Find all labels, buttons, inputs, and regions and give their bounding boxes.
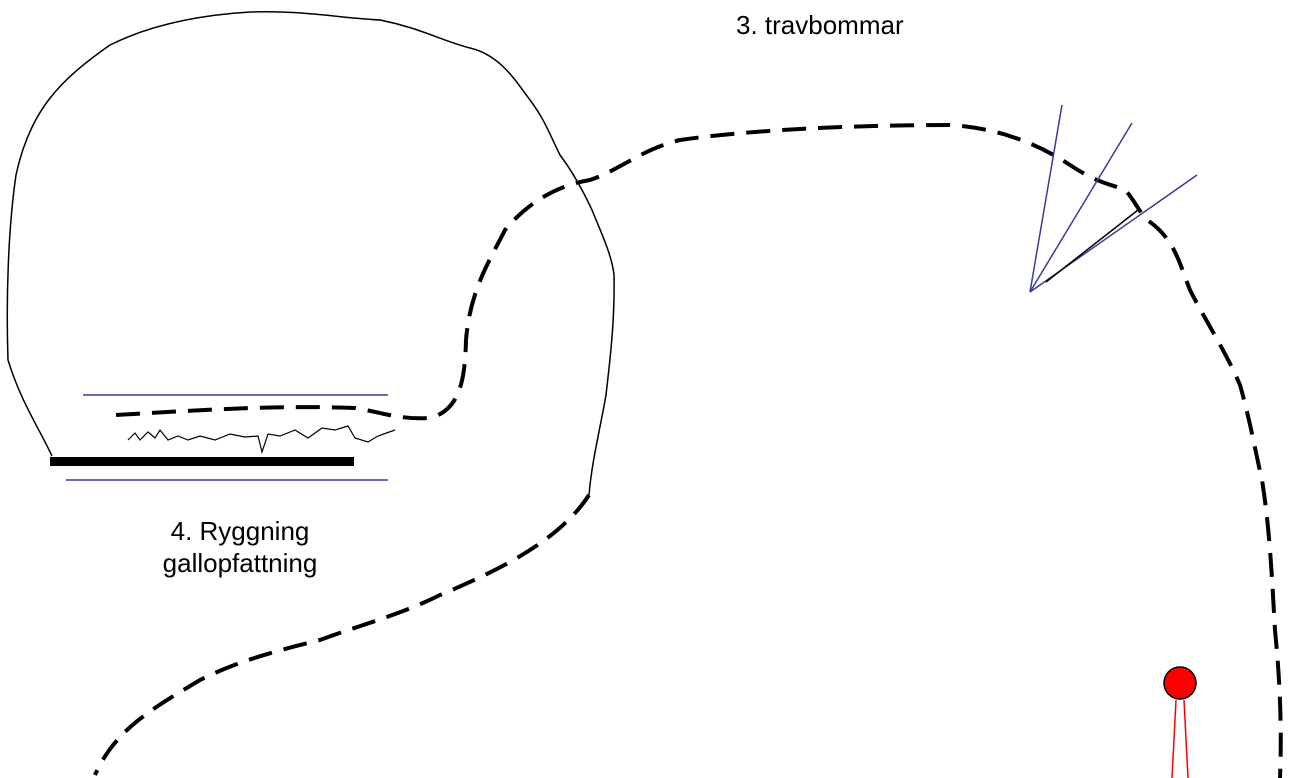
backing-label: 4. Ryggning gallopfattning (120, 515, 360, 579)
backing-label-line2: gallopfattning (162, 548, 318, 578)
trot-pole-1 (1029, 104, 1063, 293)
backing-label-line1: 4. Ryggning (170, 516, 310, 546)
trot-pole-2 (1029, 122, 1133, 293)
trot-poles (1029, 104, 1198, 293)
marker-head (1163, 666, 1197, 700)
arena-outline (6, 10, 615, 496)
backing-ground-pole (50, 457, 354, 466)
start-marker (1163, 666, 1197, 778)
trot-pole-3-shadow (1045, 209, 1139, 283)
riding-path (115, 122, 1283, 778)
riding-path-lower (93, 493, 591, 776)
trot-poles-label: 3. travbommar (736, 10, 904, 40)
backing-squiggle (127, 425, 396, 455)
